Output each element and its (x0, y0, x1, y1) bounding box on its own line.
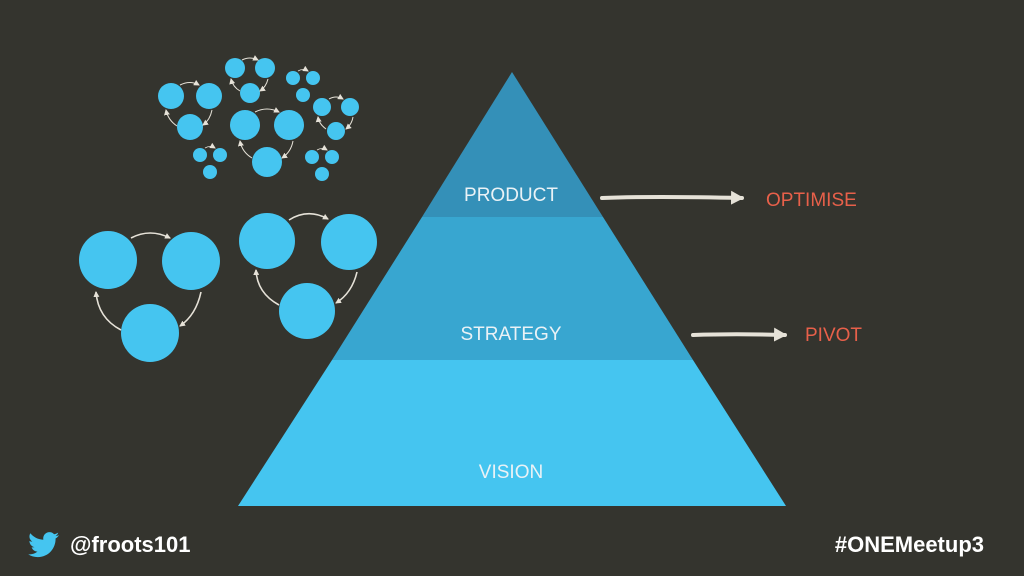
cycle-arrow (259, 78, 269, 92)
handle-text: @froots101 (70, 532, 191, 557)
cycle-arrow (288, 212, 329, 221)
cycle-arrow (237, 140, 253, 159)
cycle-arrow (204, 142, 216, 149)
cycle-node (286, 71, 300, 85)
cycle-large-right (239, 212, 377, 339)
cycle-node (255, 58, 275, 78)
event-hashtag: #ONEMeetup3 (834, 532, 984, 557)
cycle-arrow (297, 65, 309, 72)
cycle-node (121, 304, 179, 362)
twitter-bird-icon (28, 532, 60, 558)
cycle-node (327, 122, 345, 140)
cycle-node (325, 150, 339, 164)
cycle-arrow (130, 232, 171, 239)
cycle-arrow (316, 144, 328, 151)
arrow-to-optimise (600, 190, 744, 205)
cycle-node (203, 165, 217, 179)
tier-label-product: PRODUCT (464, 185, 558, 206)
cycle-node (252, 147, 282, 177)
outcome-optimise: OPTIMISE (766, 190, 857, 211)
cycle-node (274, 110, 304, 140)
cycle-arrow (229, 78, 241, 92)
cycle-arrow (202, 109, 213, 126)
cycle-arrow (164, 109, 178, 127)
cycle-medium (158, 79, 222, 140)
cycle-arrow (315, 116, 327, 130)
cycle-arrow (328, 93, 344, 100)
cycle-small (305, 144, 339, 181)
cycle-medium (225, 55, 275, 103)
pyramid-tier-product (422, 72, 603, 217)
cycle-node (213, 148, 227, 162)
outcome-pivot: PIVOT (805, 325, 862, 346)
cycle-node (306, 71, 320, 85)
cycle-node (313, 98, 331, 116)
cycle-node (225, 58, 245, 78)
arrow-to-pivot (691, 327, 787, 342)
cycle-medium (313, 93, 359, 140)
cycle-node (240, 83, 260, 103)
cycle-node (341, 98, 359, 116)
cycle-arrow (335, 271, 358, 304)
cycle-node (315, 167, 329, 181)
pyramid-tier-vision (238, 360, 786, 506)
cycle-node (305, 150, 319, 164)
twitter-handle[interactable]: @froots101 (28, 532, 190, 558)
cycle-node (239, 213, 295, 269)
cycle-arrow (281, 140, 294, 159)
tier-label-vision: VISION (479, 462, 543, 483)
cycle-arrow (345, 116, 354, 130)
cycle-node (196, 83, 222, 109)
cycle-node (230, 110, 260, 140)
cycle-node (79, 231, 137, 289)
cycle-node (158, 83, 184, 109)
cycle-small (286, 65, 320, 102)
cycle-node (321, 214, 377, 270)
cycle-arrow (93, 291, 122, 331)
cycle-arrow (254, 107, 280, 113)
cycle-node (279, 283, 335, 339)
pyramid-tier-strategy (332, 217, 693, 360)
cycle-large-left (79, 231, 220, 362)
cycle-node (296, 88, 310, 102)
cycle-arrow (179, 79, 200, 86)
cycle-small (193, 142, 227, 179)
cycle-arrow (253, 269, 280, 306)
cycle-medium (230, 107, 304, 177)
tier-label-strategy: STRATEGY (461, 324, 562, 345)
cycle-node (193, 148, 207, 162)
cycle-arrow (179, 291, 202, 327)
cycle-arrow (241, 55, 259, 61)
cycle-node (162, 232, 220, 290)
cycle-node (177, 114, 203, 140)
